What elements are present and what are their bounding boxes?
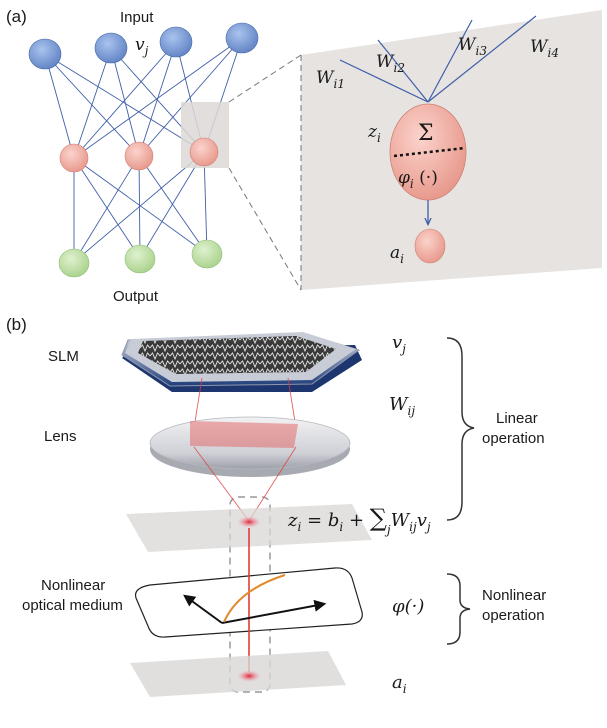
weight-label-4: Wi4	[530, 37, 559, 60]
output-label: Output	[113, 288, 159, 305]
slm-device	[121, 332, 362, 392]
lens-label: Lens	[44, 428, 77, 445]
output-neuron	[414, 228, 446, 264]
focal-spot	[237, 516, 261, 528]
sum-symbol: Σ	[418, 121, 434, 146]
hidden-nodes	[59, 137, 219, 173]
hidden-output-edges	[73, 151, 208, 263]
output-a-label: ai	[392, 672, 407, 696]
nonlinear-label-2: operation	[482, 607, 545, 624]
output-node	[58, 248, 90, 278]
input-node	[159, 26, 193, 58]
output-nodes	[58, 239, 223, 278]
z-label: zi	[367, 122, 381, 145]
y-axis-arrow	[183, 594, 223, 624]
medium-label-1: Nonlinear	[41, 577, 105, 594]
hidden-node	[59, 143, 89, 173]
weight-label-2: Wi2	[376, 52, 405, 75]
linear-label-2: operation	[482, 430, 545, 447]
phi-label: φ(·)	[392, 596, 424, 617]
lens	[149, 416, 351, 477]
input-v-label: vj	[135, 35, 149, 58]
input-label: Input	[120, 9, 154, 26]
zoom-projection-lines	[228, 54, 302, 291]
input-node	[225, 22, 259, 54]
output-node	[191, 239, 223, 269]
panel-a-tag: (a)	[6, 7, 27, 26]
input-node	[28, 38, 62, 70]
panel-b-tag: (b)	[6, 315, 27, 334]
nonlinear-brace	[446, 573, 471, 645]
linear-label-1: Linear	[496, 410, 538, 427]
lens-w-label: Wij	[389, 394, 415, 418]
medium-label-2: optical medium	[22, 597, 123, 614]
input-hidden-edges	[44, 37, 243, 159]
weight-label-1: Wi1	[316, 68, 345, 91]
nonlinear-curve	[223, 574, 286, 623]
linear-brace	[446, 337, 475, 521]
weight-label-3: Wi3	[458, 35, 487, 58]
input-node	[94, 32, 128, 64]
activation-label: φi (·)	[398, 168, 438, 191]
hidden-node	[124, 141, 154, 171]
linear-equation: zi = bi + ∑jWijvj	[287, 504, 431, 537]
input-nodes	[28, 22, 259, 70]
hidden-node	[189, 137, 219, 167]
slm-v-label: vj	[392, 332, 406, 356]
zoom-weight-lines	[339, 15, 537, 103]
nonlinear-label-1: Nonlinear	[482, 587, 546, 604]
slm-label: SLM	[48, 348, 79, 365]
output-node	[124, 244, 156, 274]
output-spot	[237, 670, 261, 682]
a-label: ai	[390, 243, 404, 266]
x-axis-arrow	[221, 599, 327, 624]
